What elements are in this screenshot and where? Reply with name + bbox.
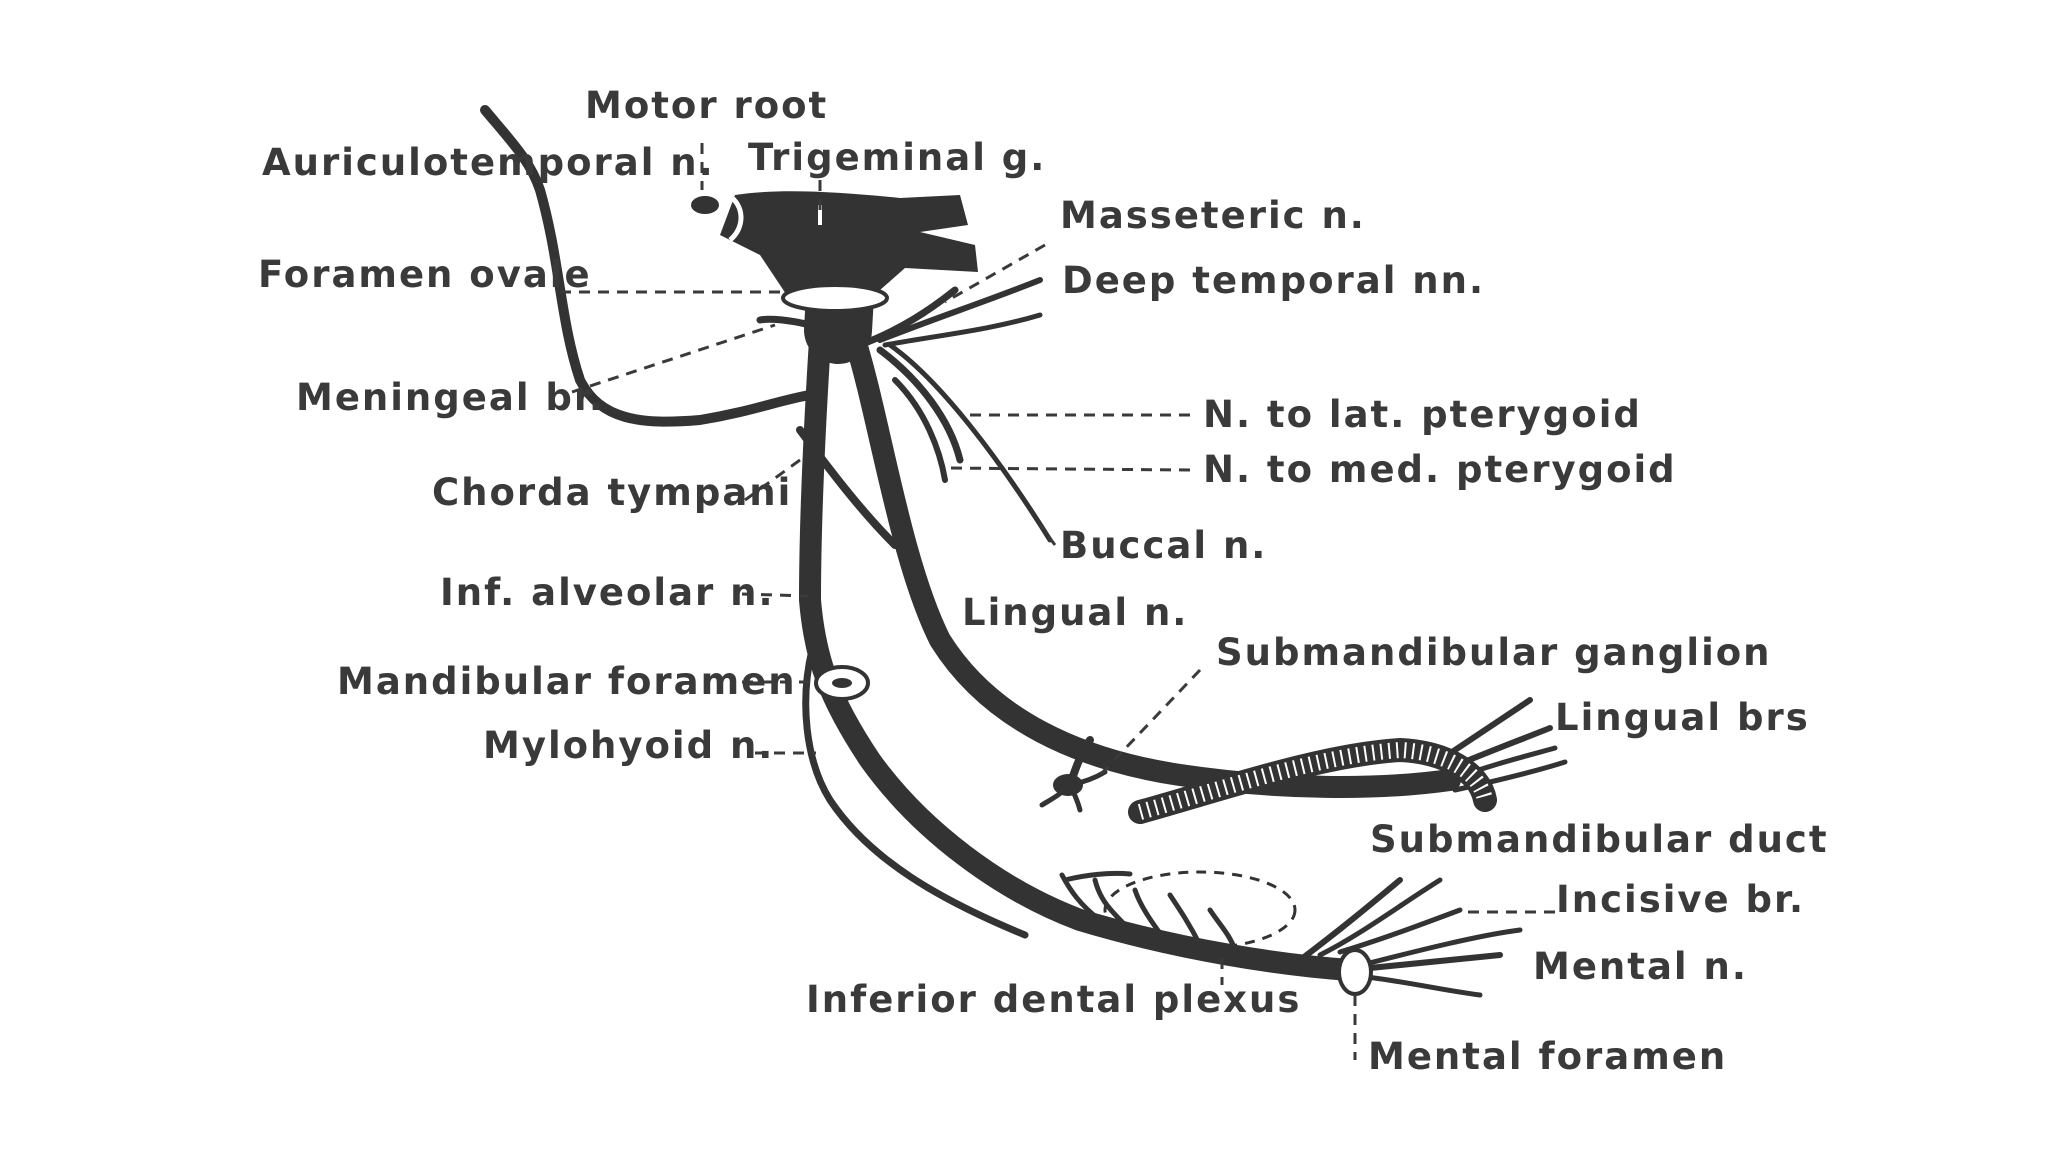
label-mandibular-foramen: Mandibular foramen	[337, 660, 797, 703]
label-foramen-ovale: Foramen ovale	[258, 253, 592, 296]
label-chorda-tympani: Chorda tympani	[432, 471, 792, 514]
submandibular-duct	[1128, 737, 1497, 824]
label-masseteric: Masseteric n.	[1060, 194, 1366, 237]
label-meningeal: Meningeal br.	[296, 376, 605, 419]
submandibular-ganglion	[1039, 736, 1108, 813]
label-n-lat-pterygoid: N. to lat. pterygoid	[1203, 393, 1642, 436]
label-inferior-dental-plexus: Inferior dental plexus	[806, 978, 1301, 1021]
inferior-dental-plexus-outline	[1103, 870, 1297, 950]
label-incisive: Incisive br.	[1556, 878, 1805, 921]
mandibular-foramen-ring	[814, 665, 870, 701]
meningeal-branch	[756, 315, 814, 329]
label-lingual-brs: Lingual brs	[1555, 696, 1810, 739]
label-auriculotemporal: Auriculotemporal n.	[262, 141, 715, 184]
trigeminal-ganglion	[691, 191, 978, 300]
label-buccal: Buccal n.	[1060, 524, 1267, 567]
label-submandibular-ganglion: Submandibular ganglion	[1216, 631, 1772, 674]
label-mylohyoid: Mylohyoid n.	[483, 724, 774, 767]
masseteric-deep-temporal-branches	[856, 277, 1043, 349]
mental-foramen-ring	[1337, 948, 1373, 996]
label-submandibular-duct: Submandibular duct	[1370, 818, 1829, 861]
label-mental-foramen: Mental foramen	[1368, 1035, 1727, 1078]
label-mental: Mental n.	[1533, 945, 1748, 988]
label-lingual: Lingual n.	[962, 591, 1188, 634]
leader-lines	[560, 143, 1555, 1060]
label-n-med-pterygoid: N. to med. pterygoid	[1203, 448, 1677, 491]
inferior-alveolar-nerve	[799, 329, 1361, 981]
label-inf-alveolar: Inf. alveolar n.	[440, 571, 775, 614]
label-deep-temporal: Deep temporal nn.	[1062, 259, 1485, 302]
mylohyoid-nerve	[802, 646, 1029, 939]
label-trigeminal: Trigeminal g.	[748, 136, 1046, 179]
pterygoid-buccal-branches	[876, 342, 1053, 543]
incisive-mental-branches	[1297, 877, 1523, 998]
lingual-nerve	[844, 329, 1461, 798]
foramen-ovale-ring	[781, 283, 889, 313]
auriculotemporal-nerve	[480, 105, 815, 427]
label-motor-root: Motor root	[585, 84, 828, 127]
